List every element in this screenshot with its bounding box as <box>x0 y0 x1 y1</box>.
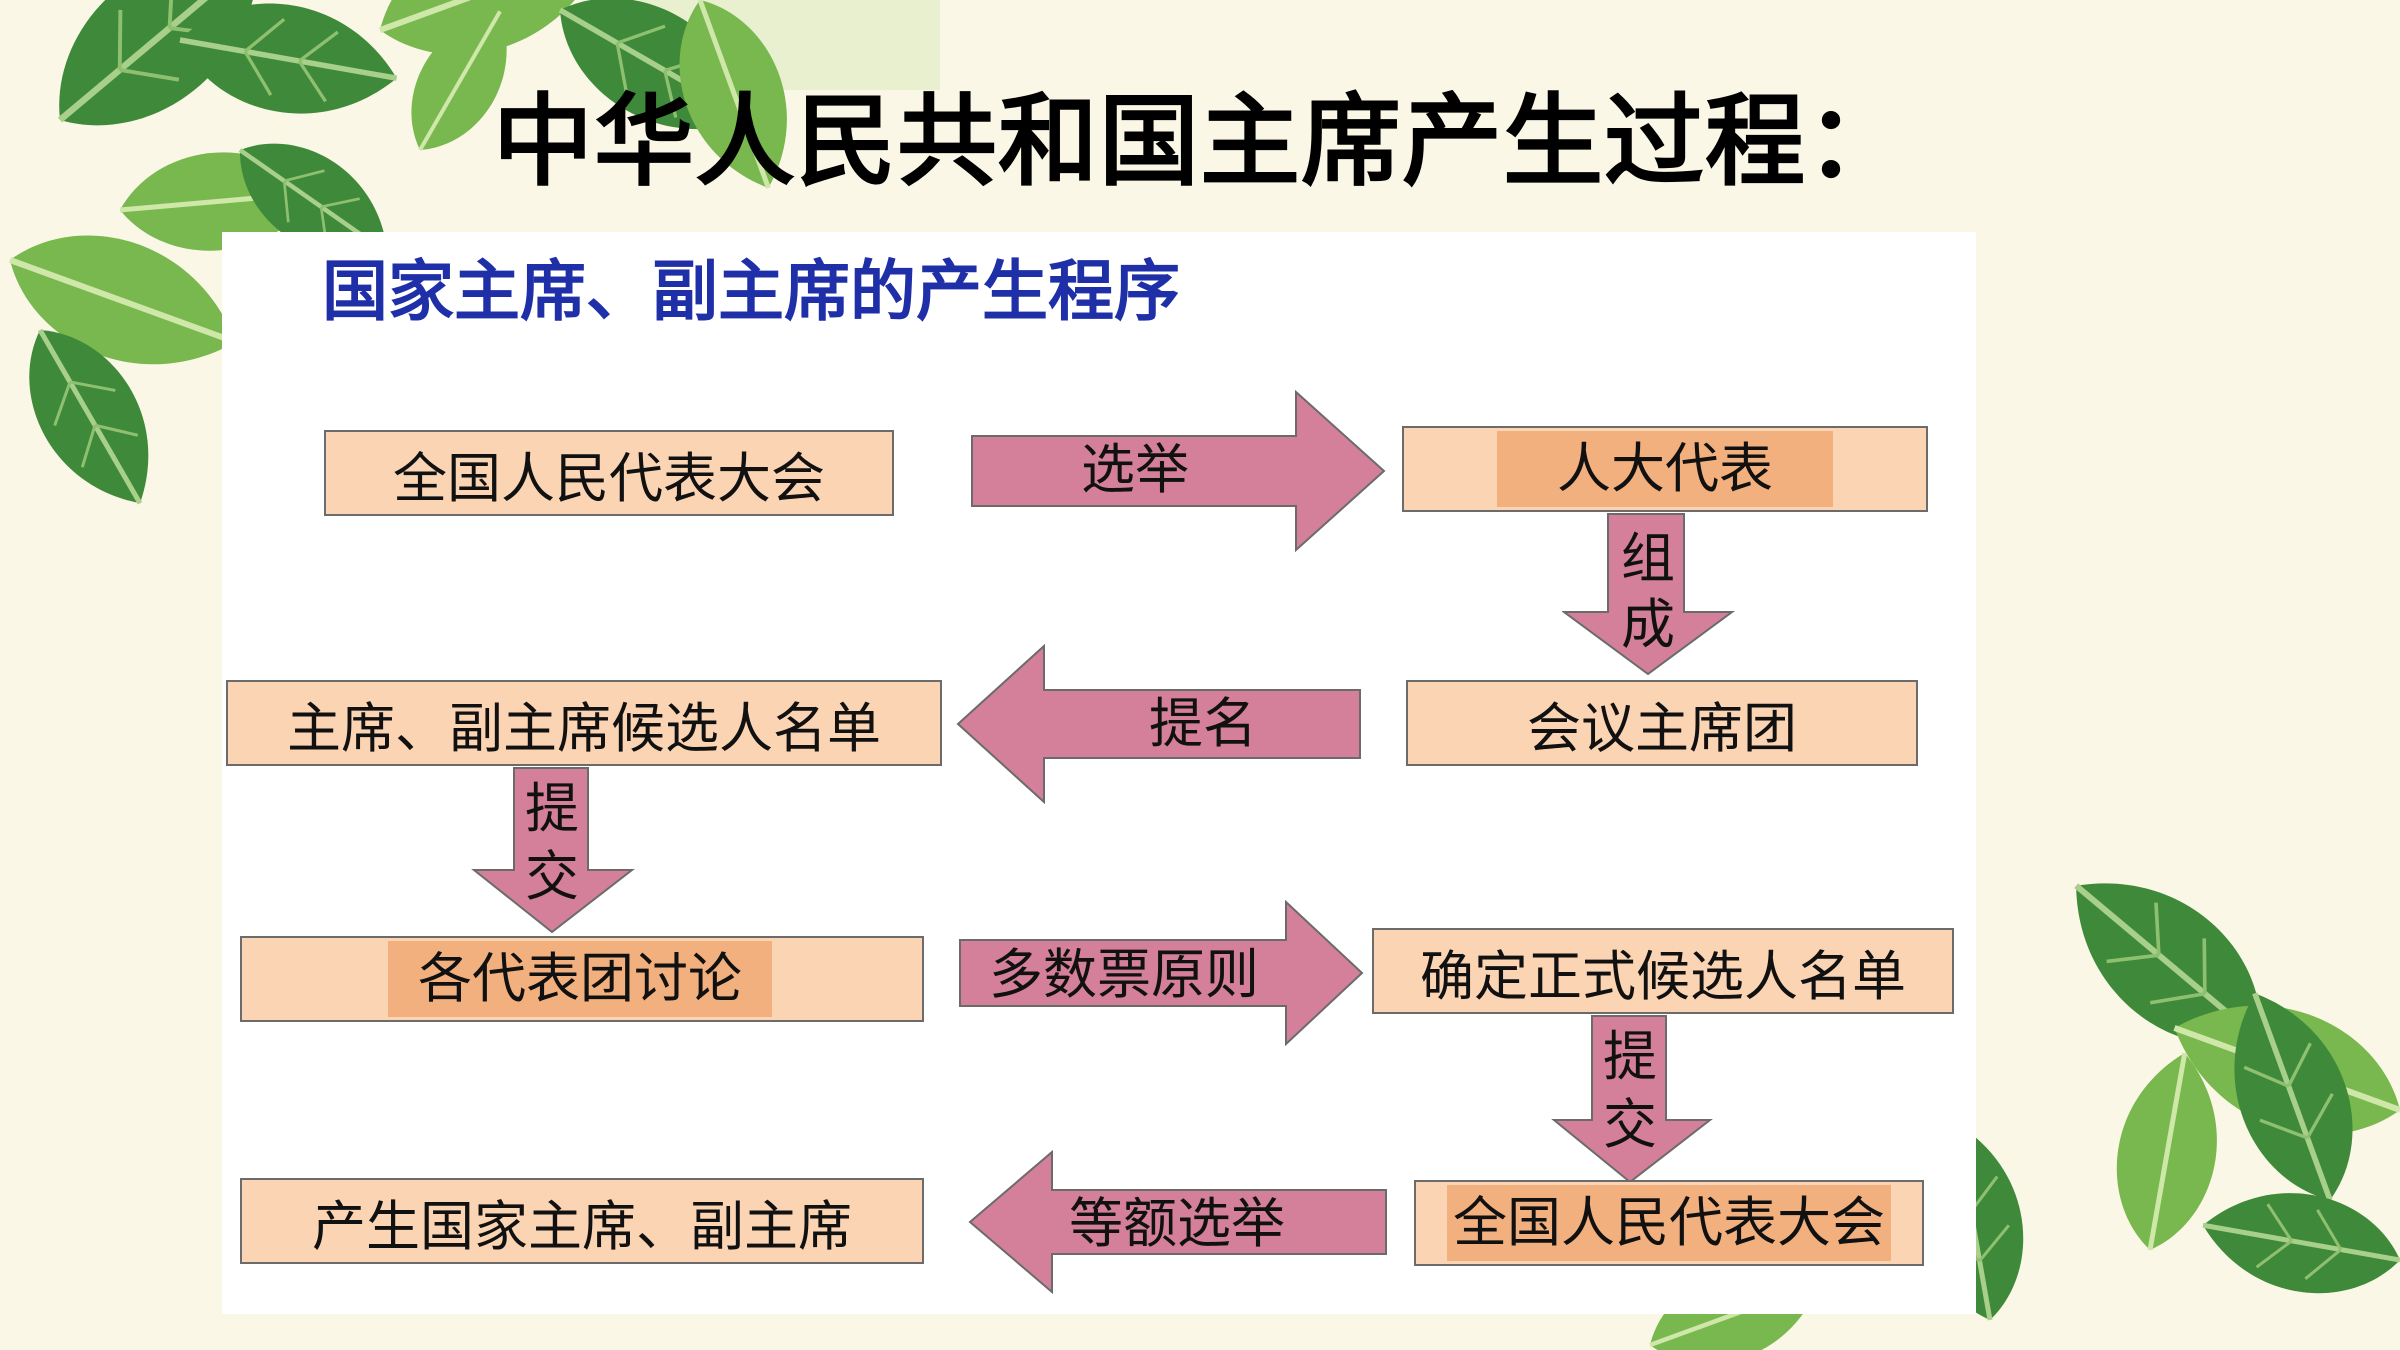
slide-title: 中华人民共和国主席产生过程： <box>493 83 1907 200</box>
diagram-panel: 国家主席、副主席的产生程序 全国人民代表大会 选举 人大代表 组 成 会议主席团… <box>222 232 1976 1314</box>
arrow-submit-b-label-1: 提 <box>1603 1025 1657 1088</box>
node-candidate-list-label: 主席、副主席候选人名单 <box>287 696 881 760</box>
arrow-form-label-2: 成 <box>1621 593 1675 656</box>
arrow-submit-b <box>1551 1015 1713 1184</box>
arrow-nominate-label: 提名 <box>1149 692 1257 755</box>
arrow-submit-a <box>471 767 635 934</box>
arrow-submit-b-label-2: 交 <box>1603 1093 1657 1156</box>
arrow-equal-election <box>968 1150 1387 1294</box>
node-presidium-label: 会议主席团 <box>1527 696 1797 760</box>
arrow-form-label-1: 组 <box>1621 527 1675 590</box>
diagram-subtitle: 国家主席、副主席的产生程序 <box>322 253 1180 330</box>
arrow-nominate <box>956 644 1361 804</box>
arrow-elect <box>971 390 1386 552</box>
node-npc-final: 全国人民代表大会 <box>1414 1180 1924 1266</box>
node-result: 产生国家主席、副主席 <box>240 1178 924 1264</box>
arrow-form <box>1562 513 1736 676</box>
node-npc-label: 全国人民代表大会 <box>393 446 825 510</box>
node-npc: 全国人民代表大会 <box>324 430 894 516</box>
arrow-equal-election-label: 等额选举 <box>1069 1192 1285 1255</box>
node-candidate-list: 主席、副主席候选人名单 <box>226 680 942 766</box>
arrow-majority-label: 多数票原则 <box>989 943 1259 1006</box>
arrow-submit-a-label-1: 提 <box>525 777 579 840</box>
node-presidium: 会议主席团 <box>1406 680 1918 766</box>
arrow-elect-label: 选举 <box>1081 438 1189 501</box>
node-delegation-discussion-label: 各代表团讨论 <box>388 941 772 1017</box>
node-result-label: 产生国家主席、副主席 <box>312 1194 852 1258</box>
node-formal-list-label: 确定正式候选人名单 <box>1420 944 1906 1008</box>
node-deputies-label: 人大代表 <box>1497 431 1833 507</box>
node-npc-final-label: 全国人民代表大会 <box>1447 1185 1891 1261</box>
node-formal-list: 确定正式候选人名单 <box>1372 928 1954 1014</box>
arrow-submit-a-label-2: 交 <box>525 845 579 908</box>
node-deputies: 人大代表 <box>1402 426 1928 512</box>
arrow-majority <box>959 900 1364 1046</box>
node-delegation-discussion: 各代表团讨论 <box>240 936 924 1022</box>
